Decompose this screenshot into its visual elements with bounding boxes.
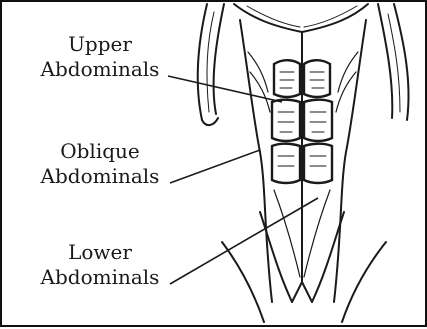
lower-abdominals-line1: Lower [30,240,170,265]
upper-abdominals-line2: Abdominals [30,57,170,82]
oblique-abdominals-label: Oblique Abdominals [30,139,170,189]
lower-abdominals-line2: Abdominals [30,265,170,290]
oblique-abdominals-line2: Abdominals [30,164,170,189]
oblique-abdominals-leader [170,150,260,183]
lower-abdominals-leader [170,198,318,284]
left-arm [198,4,207,120]
right-arm [394,4,409,120]
upper-abdominals-line1: Upper [30,32,170,57]
lower-abdominals-label: Lower Abdominals [30,240,170,290]
upper-abdominals-label: Upper Abdominals [30,32,170,82]
oblique-abdominals-line1: Oblique [30,139,170,164]
upper-abdominals-leader [168,76,282,102]
